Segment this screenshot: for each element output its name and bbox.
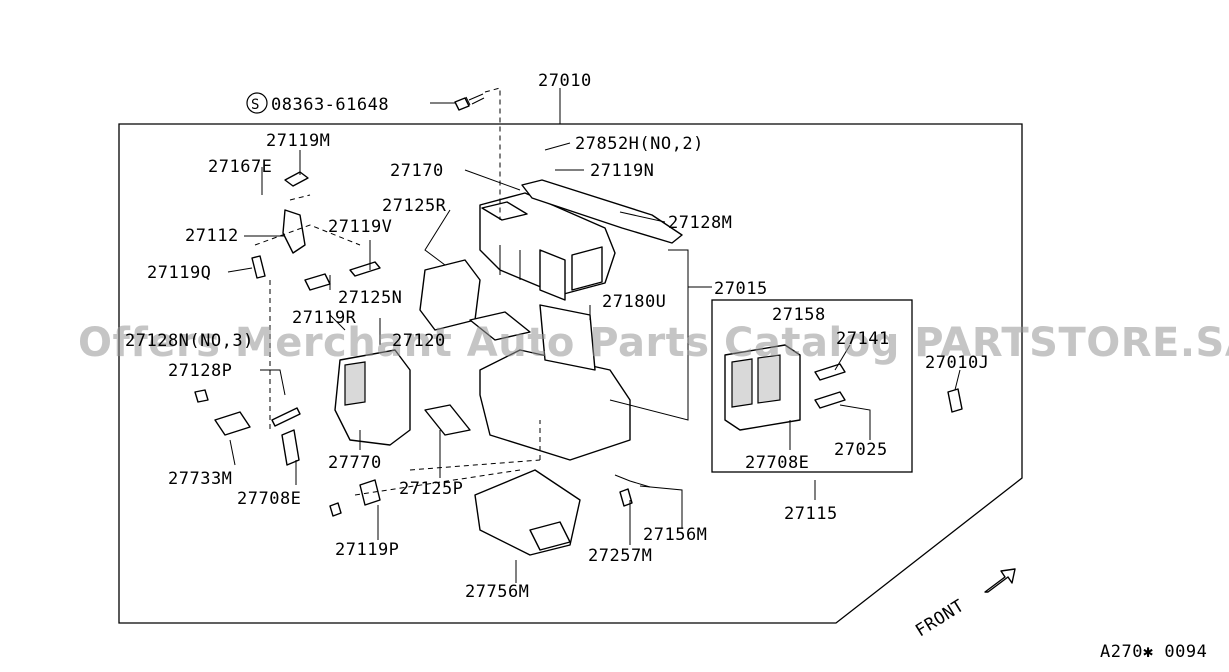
part-label: 27119N bbox=[590, 161, 654, 181]
cover-strip-part bbox=[521, 179, 683, 244]
rod-part bbox=[614, 474, 651, 488]
part-label: 27128M bbox=[668, 213, 732, 233]
leader-lines bbox=[227, 87, 961, 583]
part-label: 27156M bbox=[643, 525, 707, 545]
part-label: 27119R bbox=[292, 308, 357, 328]
lower-case-part bbox=[469, 304, 631, 461]
screw-symbol: S bbox=[251, 97, 260, 113]
catalog-code: A270✱ 0094 bbox=[1100, 642, 1207, 662]
part-label: 27119Q bbox=[147, 263, 211, 283]
part-label: 27010J bbox=[925, 353, 989, 373]
part-label: 27158 bbox=[772, 305, 826, 325]
part-label: 27733M bbox=[168, 469, 232, 489]
link-part bbox=[329, 479, 381, 517]
part-label: 27770 bbox=[328, 453, 382, 473]
part-label: 27708E bbox=[237, 489, 301, 509]
part-label: 27120 bbox=[392, 331, 446, 351]
actuator-part bbox=[194, 389, 301, 436]
part-label: 27119M bbox=[266, 131, 330, 151]
part-label: 27125N bbox=[338, 288, 402, 308]
part-label: 27128N(NO,3) bbox=[125, 331, 254, 351]
part-label: 27141 bbox=[836, 329, 890, 349]
part-label: 27128P bbox=[168, 361, 232, 381]
bottom-case-part bbox=[474, 469, 581, 556]
lever-part bbox=[619, 488, 633, 507]
screw-icon bbox=[454, 93, 485, 111]
filter-part bbox=[424, 404, 471, 436]
sub-assembly-label: 27015 bbox=[714, 279, 768, 299]
clip-part bbox=[947, 388, 963, 413]
part-label: 27170 bbox=[390, 161, 444, 181]
part-label: 27708E bbox=[745, 453, 809, 473]
upper-case-part bbox=[479, 192, 616, 301]
part-label: 27180U bbox=[602, 292, 666, 312]
front-label: FRONT bbox=[912, 596, 968, 641]
part-label: 27125P bbox=[399, 479, 463, 499]
bracket-part bbox=[281, 429, 300, 466]
part-label: 27852H(NO,2) bbox=[575, 134, 704, 154]
assembly-frame bbox=[118, 123, 1023, 624]
part-label: 27257M bbox=[588, 546, 652, 566]
blower-group-frame bbox=[711, 299, 913, 473]
blower-group-label: 27115 bbox=[784, 504, 838, 524]
mode-door-parts bbox=[251, 171, 381, 291]
part-label: 27167E bbox=[208, 157, 272, 177]
screw-label: 08363-61648 bbox=[271, 95, 389, 115]
part-label: 27112 bbox=[185, 226, 239, 246]
assembly-label: 27010 bbox=[538, 71, 592, 91]
blower-motor-part bbox=[724, 344, 846, 431]
part-label: 27125R bbox=[382, 196, 447, 216]
part-label: 27119V bbox=[328, 217, 392, 237]
part-label: 27119P bbox=[335, 540, 399, 560]
blower-unit-part bbox=[334, 349, 411, 446]
front-arrow-icon bbox=[984, 568, 1016, 593]
watermark-text: Offers Merchant Auto Parts Catalog PARTS… bbox=[78, 320, 1229, 366]
part-label: 27756M bbox=[465, 582, 529, 602]
part-label: 27025 bbox=[834, 440, 888, 460]
screw-symbol-circle bbox=[246, 92, 268, 114]
